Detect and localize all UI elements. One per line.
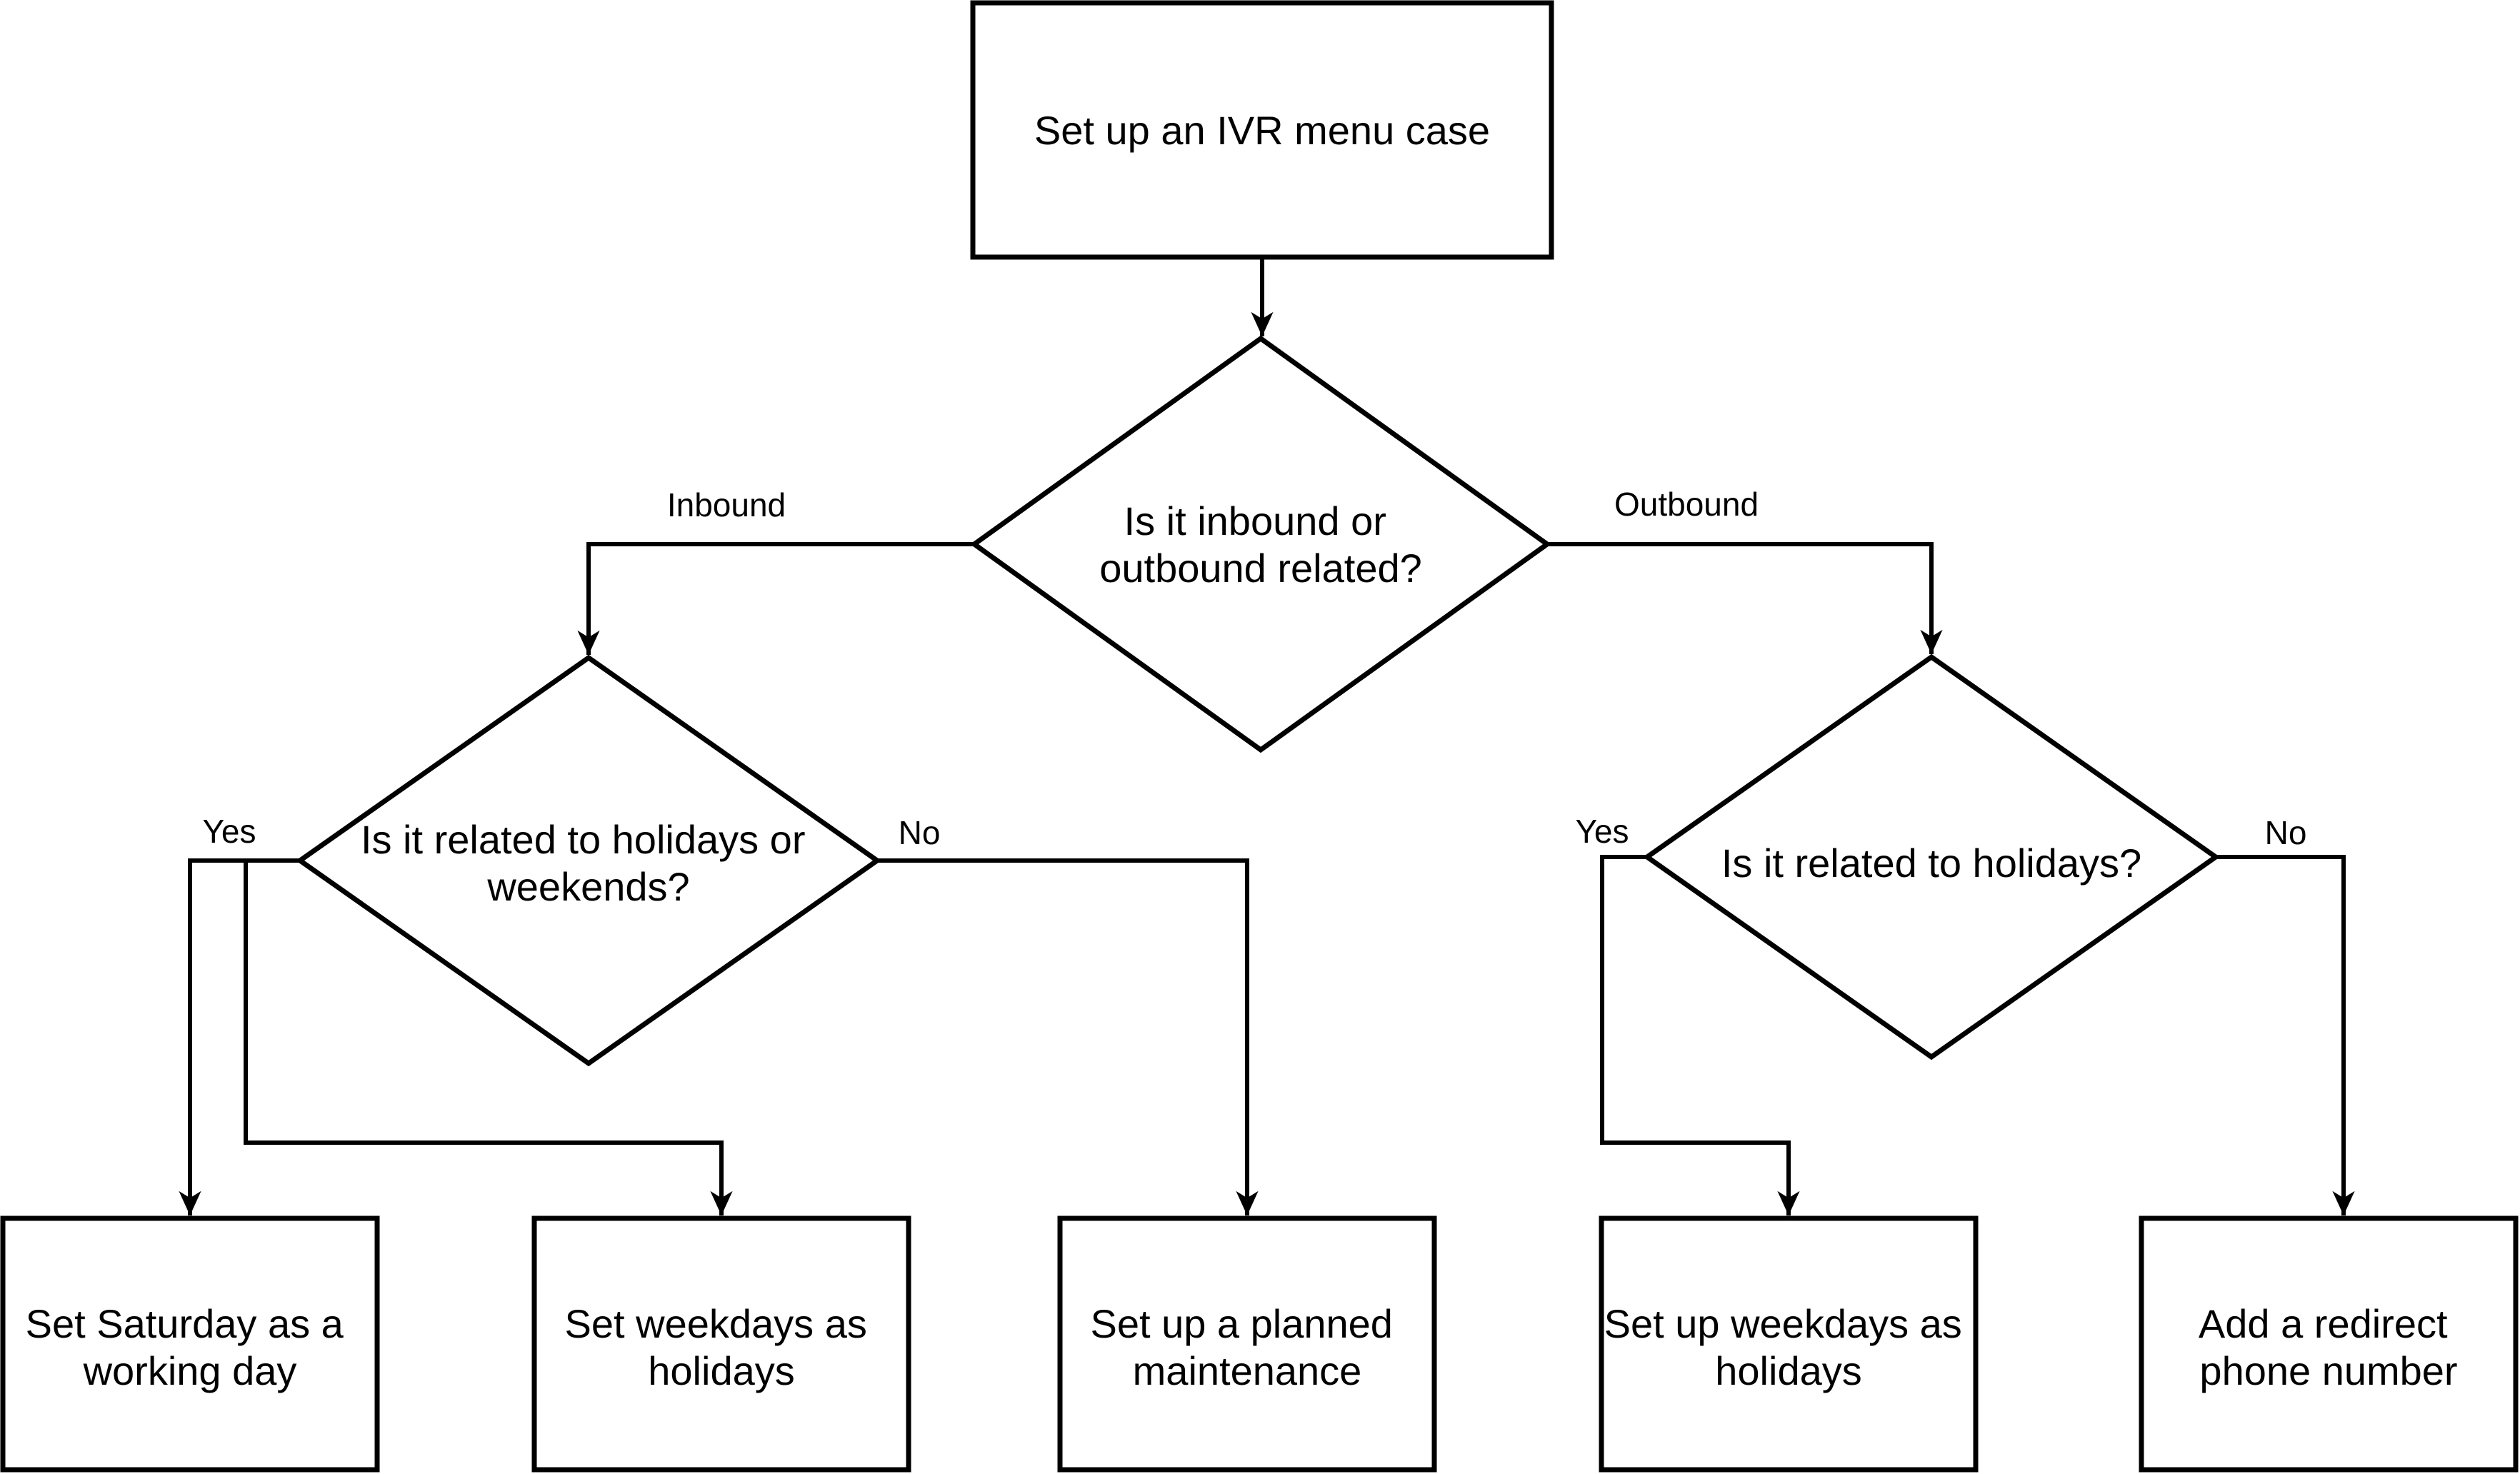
box-weekdays-inbound-label: Set weekdays as holidays bbox=[565, 1301, 879, 1393]
node-set-weekdays-as-holidays-inbound bbox=[531, 1215, 911, 1473]
decision-holidays-or-weekends bbox=[295, 654, 882, 1067]
edge-label-no-right: No bbox=[2265, 814, 2307, 851]
box-weekdays-outbound-label: Set up weekdays as holidays bbox=[1604, 1301, 1974, 1393]
box-redirect-label: Add a redirect phone number bbox=[2199, 1301, 2459, 1393]
box-saturday-label: Set Saturday as a working day bbox=[26, 1301, 355, 1393]
decision-main-label: Is it inbound or outbound related? bbox=[1099, 498, 1422, 591]
edge-yes-to-weekdays-holidays-box bbox=[244, 861, 733, 1216]
edge-yes-to-weekdays-holidays-outbound-box bbox=[1600, 855, 1800, 1216]
edge-label-no-left: No bbox=[899, 814, 941, 851]
edge-inbound-branch bbox=[577, 542, 974, 656]
node-set-up-planned-maintenance bbox=[1057, 1215, 1437, 1473]
node-add-redirect-phone-number bbox=[2139, 1215, 2519, 1473]
decision-inbound-or-outbound bbox=[970, 335, 1551, 753]
node-start bbox=[970, 0, 1554, 260]
decision-outbound-label: Is it related to holidays? bbox=[1721, 841, 2141, 886]
edge-outbound-branch bbox=[1547, 542, 1943, 655]
decision-inbound-label: Is it related to holidays or weekends? bbox=[361, 817, 816, 909]
node-set-up-weekdays-as-holidays-outbound bbox=[1599, 1215, 1979, 1473]
box-maintenance-label: Set up a planned maintenance bbox=[1090, 1301, 1404, 1393]
edge-label-outbound: Outbound bbox=[1614, 486, 1759, 523]
edge-label-inbound: Inbound bbox=[667, 486, 786, 523]
decision-related-to-holidays bbox=[1642, 653, 2221, 1061]
edge-label-yes-left: Yes bbox=[202, 813, 256, 850]
node-set-saturday-working-day bbox=[0, 1215, 380, 1473]
edge-no-to-maintenance-box bbox=[877, 858, 1259, 1216]
edge-label-yes-right: Yes bbox=[1575, 813, 1629, 850]
edge-yes-to-saturday-box bbox=[179, 858, 300, 1216]
start-label: Set up an IVR menu case bbox=[1034, 108, 1490, 153]
edge-no-to-redirect-box bbox=[2216, 855, 2355, 1216]
